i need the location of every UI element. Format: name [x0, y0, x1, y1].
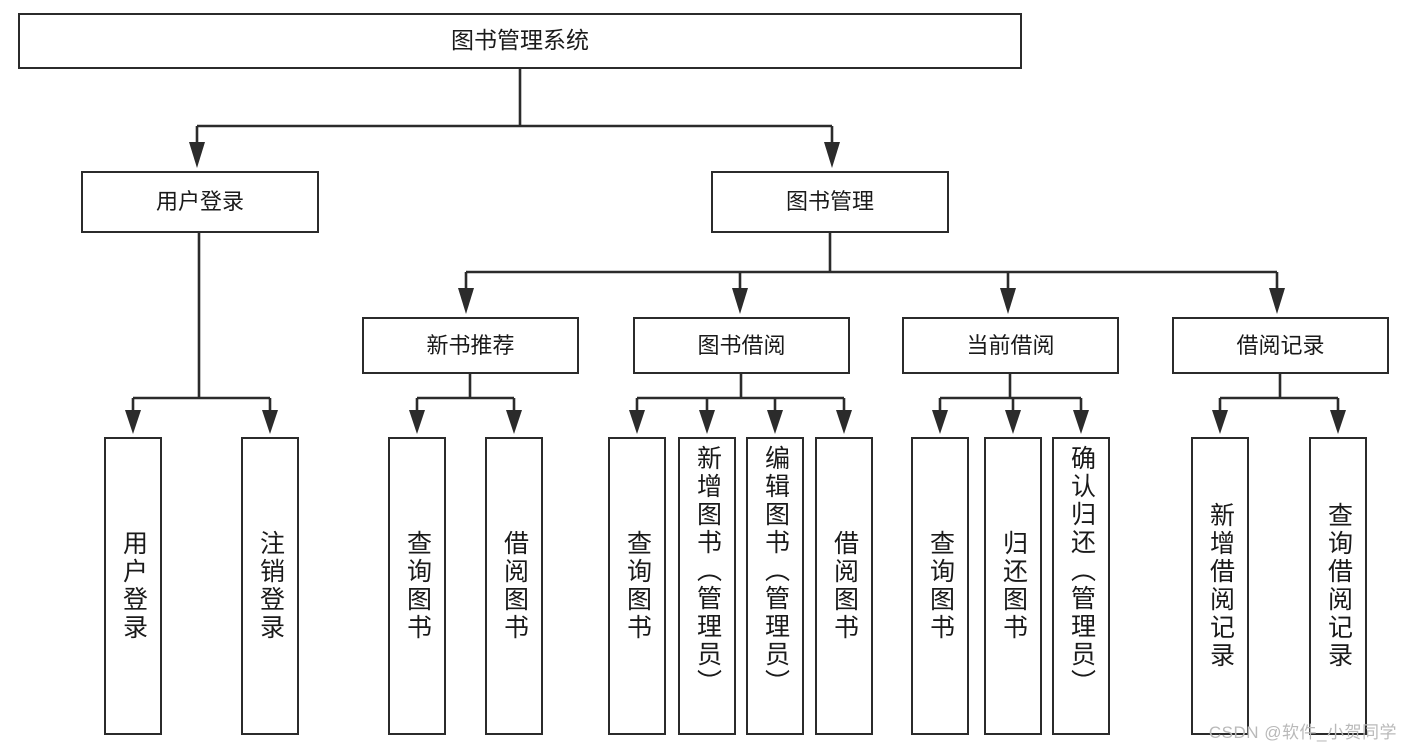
- connector-bookmanage-to-level3: [458, 233, 1285, 314]
- node-leaf-user-login[interactable]: 用户登录: [104, 437, 162, 735]
- node-leaf-query-book-2[interactable]: 查询图书: [608, 437, 666, 735]
- node-leaf-borrow-book-1[interactable]: 借阅图书: [485, 437, 543, 735]
- connector-root-to-level2: [189, 69, 840, 168]
- node-leaf-query-book-3-label: 查询图书: [926, 530, 955, 642]
- node-leaf-borrow-book-2[interactable]: 借阅图书: [815, 437, 873, 735]
- node-leaf-add-book[interactable]: 新增图书（管理员）: [678, 437, 736, 735]
- node-leaf-logout-login[interactable]: 注销登录: [241, 437, 299, 735]
- node-current-borrow[interactable]: 当前借阅: [902, 317, 1119, 374]
- node-leaf-return-book[interactable]: 归还图书: [984, 437, 1042, 735]
- connector-userlogin-to-leaves: [125, 233, 278, 434]
- node-leaf-borrow-book-1-label: 借阅图书: [500, 530, 529, 642]
- node-current-borrow-label: 当前借阅: [966, 332, 1055, 358]
- connector-currentborrow-to-leaves: [932, 374, 1089, 434]
- node-root-label: 图书管理系统: [451, 27, 589, 54]
- node-user-login-label: 用户登录: [155, 189, 244, 215]
- node-leaf-return-book-label: 归还图书: [999, 530, 1028, 642]
- node-leaf-query-borrow-record-label: 查询借阅记录: [1324, 502, 1353, 670]
- node-leaf-add-book-label: 新增图书（管理员）: [693, 445, 722, 697]
- node-leaf-edit-book-label: 编辑图书（管理员）: [761, 445, 790, 697]
- node-leaf-logout-login-label: 注销登录: [256, 530, 285, 642]
- node-book-borrow[interactable]: 图书借阅: [633, 317, 850, 374]
- node-leaf-confirm-return-label: 确认归还（管理员）: [1067, 445, 1096, 697]
- node-leaf-query-book-2-label: 查询图书: [623, 530, 652, 642]
- node-leaf-query-book-1[interactable]: 查询图书: [388, 437, 446, 735]
- node-book-borrow-label: 图书借阅: [697, 332, 786, 358]
- node-new-book-recommend[interactable]: 新书推荐: [362, 317, 579, 374]
- node-leaf-confirm-return[interactable]: 确认归还（管理员）: [1052, 437, 1110, 735]
- connector-borrowrecord-to-leaves: [1212, 374, 1346, 434]
- node-root[interactable]: 图书管理系统: [18, 13, 1022, 69]
- node-borrow-record-label: 借阅记录: [1236, 332, 1325, 358]
- node-leaf-add-borrow-record[interactable]: 新增借阅记录: [1191, 437, 1249, 735]
- node-new-book-recommend-label: 新书推荐: [426, 332, 515, 358]
- node-leaf-edit-book[interactable]: 编辑图书（管理员）: [746, 437, 804, 735]
- node-leaf-query-book-3[interactable]: 查询图书: [911, 437, 969, 735]
- connector-bookborrow-to-leaves: [629, 374, 852, 434]
- node-book-manage[interactable]: 图书管理: [711, 171, 949, 233]
- node-user-login[interactable]: 用户登录: [81, 171, 319, 233]
- node-leaf-user-login-label: 用户登录: [119, 530, 148, 642]
- node-book-manage-label: 图书管理: [785, 189, 874, 215]
- connector-newbook-to-leaves: [409, 374, 522, 434]
- node-leaf-borrow-book-2-label: 借阅图书: [830, 530, 859, 642]
- node-borrow-record[interactable]: 借阅记录: [1172, 317, 1389, 374]
- node-leaf-add-borrow-record-label: 新增借阅记录: [1206, 502, 1235, 670]
- watermark: CSDN @软件_小贺同学: [1208, 723, 1397, 742]
- node-leaf-query-borrow-record[interactable]: 查询借阅记录: [1309, 437, 1367, 735]
- node-leaf-query-book-1-label: 查询图书: [403, 530, 432, 642]
